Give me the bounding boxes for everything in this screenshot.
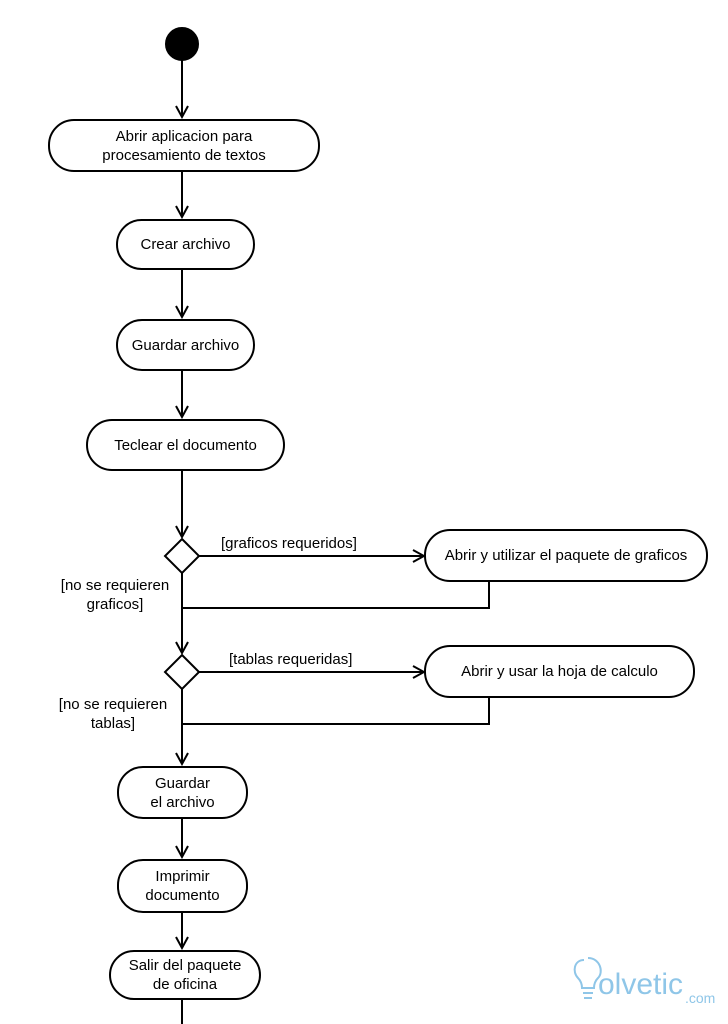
guard-no-tables: [no se requieren tablas] [58, 696, 168, 732]
activity-graphics-package: Abrir y utilizar el paquete de graficos [424, 529, 708, 582]
guard-graphics-required: [graficos requeridos] [221, 535, 357, 552]
flow-spreadsheet-return [182, 698, 490, 725]
guard-tables-required: [tablas requeridas] [229, 651, 353, 668]
lightbulb-icon [573, 957, 602, 999]
decision-node-graphics [163, 537, 201, 575]
watermark-suffix: .com [685, 990, 716, 1006]
watermark-name: olvetic [598, 968, 684, 1001]
watermark-logo: olvetic .com [566, 944, 726, 1014]
initial-node [165, 27, 199, 61]
decision-node-tables [163, 653, 201, 691]
activity-spreadsheet: Abrir y usar la hoja de calculo [424, 645, 695, 698]
activity-save-file: Guardar archivo [116, 319, 255, 371]
activity-type-document: Teclear el documento [86, 419, 285, 471]
activity-create-file: Crear archivo [116, 219, 255, 270]
flow-graphics-return [182, 582, 490, 609]
guard-no-graphics: [no se requieren graficos] [60, 577, 170, 613]
